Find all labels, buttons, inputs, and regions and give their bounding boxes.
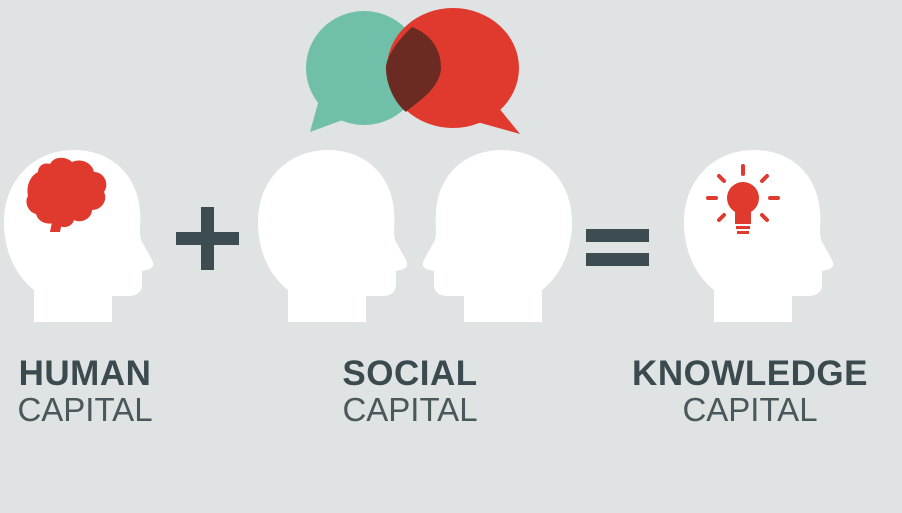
human-label-line2: CAPITAL <box>17 391 153 428</box>
social-label-line2: CAPITAL <box>342 391 478 428</box>
plus-icon <box>176 207 239 270</box>
human-label-line1: HUMAN <box>18 354 152 393</box>
knowledge-head <box>684 150 834 322</box>
knowledge-label-line1: KNOWLEDGE <box>632 354 868 393</box>
knowledge-label-line2: CAPITAL <box>682 391 818 428</box>
lightbulb-icon <box>706 164 780 234</box>
speech-bubble-icon <box>306 8 520 134</box>
social-label-line1: SOCIAL <box>342 354 478 393</box>
equals-icon <box>586 229 649 266</box>
brain-icon <box>26 157 107 232</box>
social-head-right <box>422 150 572 322</box>
human-capital-label: HUMAN CAPITAL <box>0 356 170 426</box>
social-capital-label: SOCIAL CAPITAL <box>310 356 510 426</box>
social-head-left <box>258 150 408 322</box>
bubble-overlap <box>386 27 441 112</box>
knowledge-capital-label: KNOWLEDGE CAPITAL <box>615 356 885 426</box>
